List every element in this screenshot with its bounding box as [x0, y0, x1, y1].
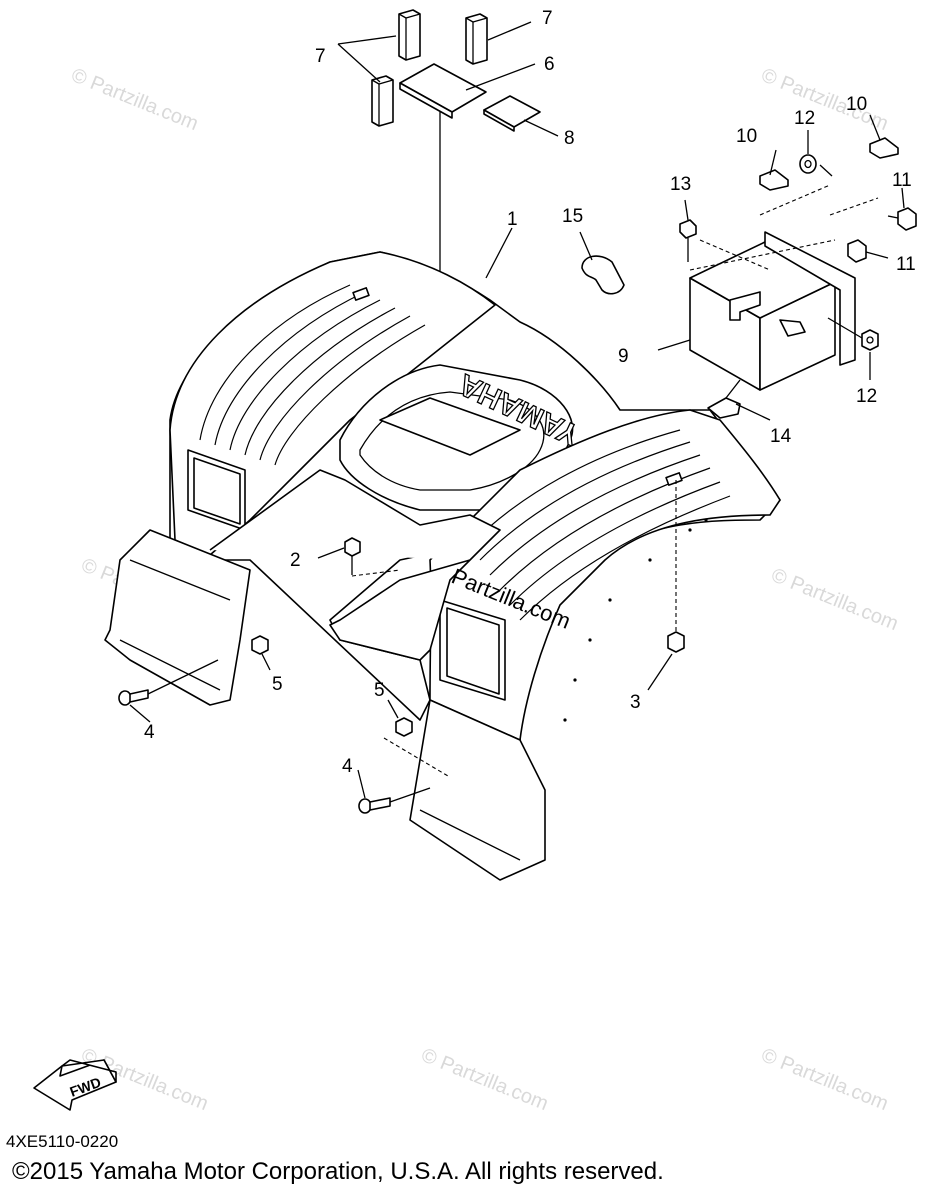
screw-4-right	[357, 769, 431, 814]
clip-14	[707, 397, 741, 419]
box-flange	[764, 231, 856, 366]
callout-3: 3	[630, 692, 641, 713]
callout-5-left: 5	[272, 674, 283, 695]
rear-fender: YAMAHA	[104, 227, 781, 881]
callout-10-left: 10	[736, 126, 757, 147]
watermark: © Partzilla.com	[68, 64, 201, 135]
pad-6-edge	[399, 82, 453, 119]
mount-tab	[665, 472, 683, 486]
watermark: © Partzilla.com	[758, 1044, 891, 1115]
right-mudflap	[409, 699, 546, 881]
watermark: © Partzilla.com	[758, 64, 891, 135]
callout-14: 14	[770, 426, 792, 447]
callout-4-right: 4	[342, 756, 353, 777]
clip-10-left	[759, 169, 789, 191]
callout-4-left: 4	[144, 722, 155, 743]
callout-1: 1	[507, 209, 518, 230]
pad-8-edge	[483, 109, 515, 132]
watermark: © Partzilla.com	[768, 564, 901, 635]
bolt-11-mid	[847, 239, 867, 263]
callouts: 1 2 3 4 4 5 5 6 7 7 8 9 10 10 11 11 12 1…	[144, 8, 916, 777]
clip-10-right	[869, 137, 899, 159]
callout-13: 13	[670, 174, 691, 195]
pad-7-top-right	[465, 13, 488, 65]
nut-5-left	[251, 635, 271, 671]
pads-group	[337, 9, 559, 500]
callout-12-bottom: 12	[856, 386, 877, 407]
bolt-2	[344, 537, 361, 557]
callout-15: 15	[562, 206, 583, 227]
screw-4-left	[118, 659, 219, 723]
box-ear	[779, 319, 806, 337]
callout-9: 9	[618, 346, 629, 367]
nut-12-bottom	[861, 329, 879, 351]
callout-5-right: 5	[374, 680, 385, 701]
left-reflector	[193, 457, 241, 525]
pad-7-top-left	[398, 9, 421, 61]
fasteners	[118, 114, 917, 814]
callout-11-mid: 11	[896, 254, 916, 275]
fender-left-wing	[169, 251, 496, 556]
copyright-notice: ©2015 Yamaha Motor Corporation, U.S.A. A…	[12, 1158, 664, 1185]
battery-recess	[379, 397, 521, 456]
pad-7-bottom	[371, 75, 394, 127]
callout-7-left: 7	[315, 46, 326, 67]
callout-2: 2	[290, 550, 301, 571]
washer-12-top	[799, 154, 817, 174]
rim-holes	[563, 518, 708, 722]
bolt-11-top	[897, 207, 917, 231]
callout-10-right: 10	[846, 94, 867, 115]
callout-11-top: 11	[892, 170, 912, 191]
clamp-15	[581, 255, 625, 295]
callout-6: 6	[544, 54, 555, 75]
callout-8: 8	[564, 128, 575, 149]
watermark: © Partzilla.com	[418, 1044, 551, 1115]
storage-box	[657, 184, 879, 391]
fwd-arrow: FWD	[33, 1059, 117, 1111]
rivet-13	[679, 219, 697, 239]
left-mudflap	[104, 529, 251, 706]
callout-7-right: 7	[542, 8, 553, 29]
box-bracket	[729, 291, 761, 321]
diagram-code: 4XE5110-0220	[6, 1132, 119, 1151]
mount-tab	[352, 287, 370, 301]
callout-12-top: 12	[794, 108, 815, 129]
bolt-3	[667, 631, 685, 653]
pad-8	[483, 95, 541, 128]
nut-5-right	[383, 699, 449, 777]
right-reflector	[446, 607, 500, 695]
center-brace	[209, 469, 501, 661]
